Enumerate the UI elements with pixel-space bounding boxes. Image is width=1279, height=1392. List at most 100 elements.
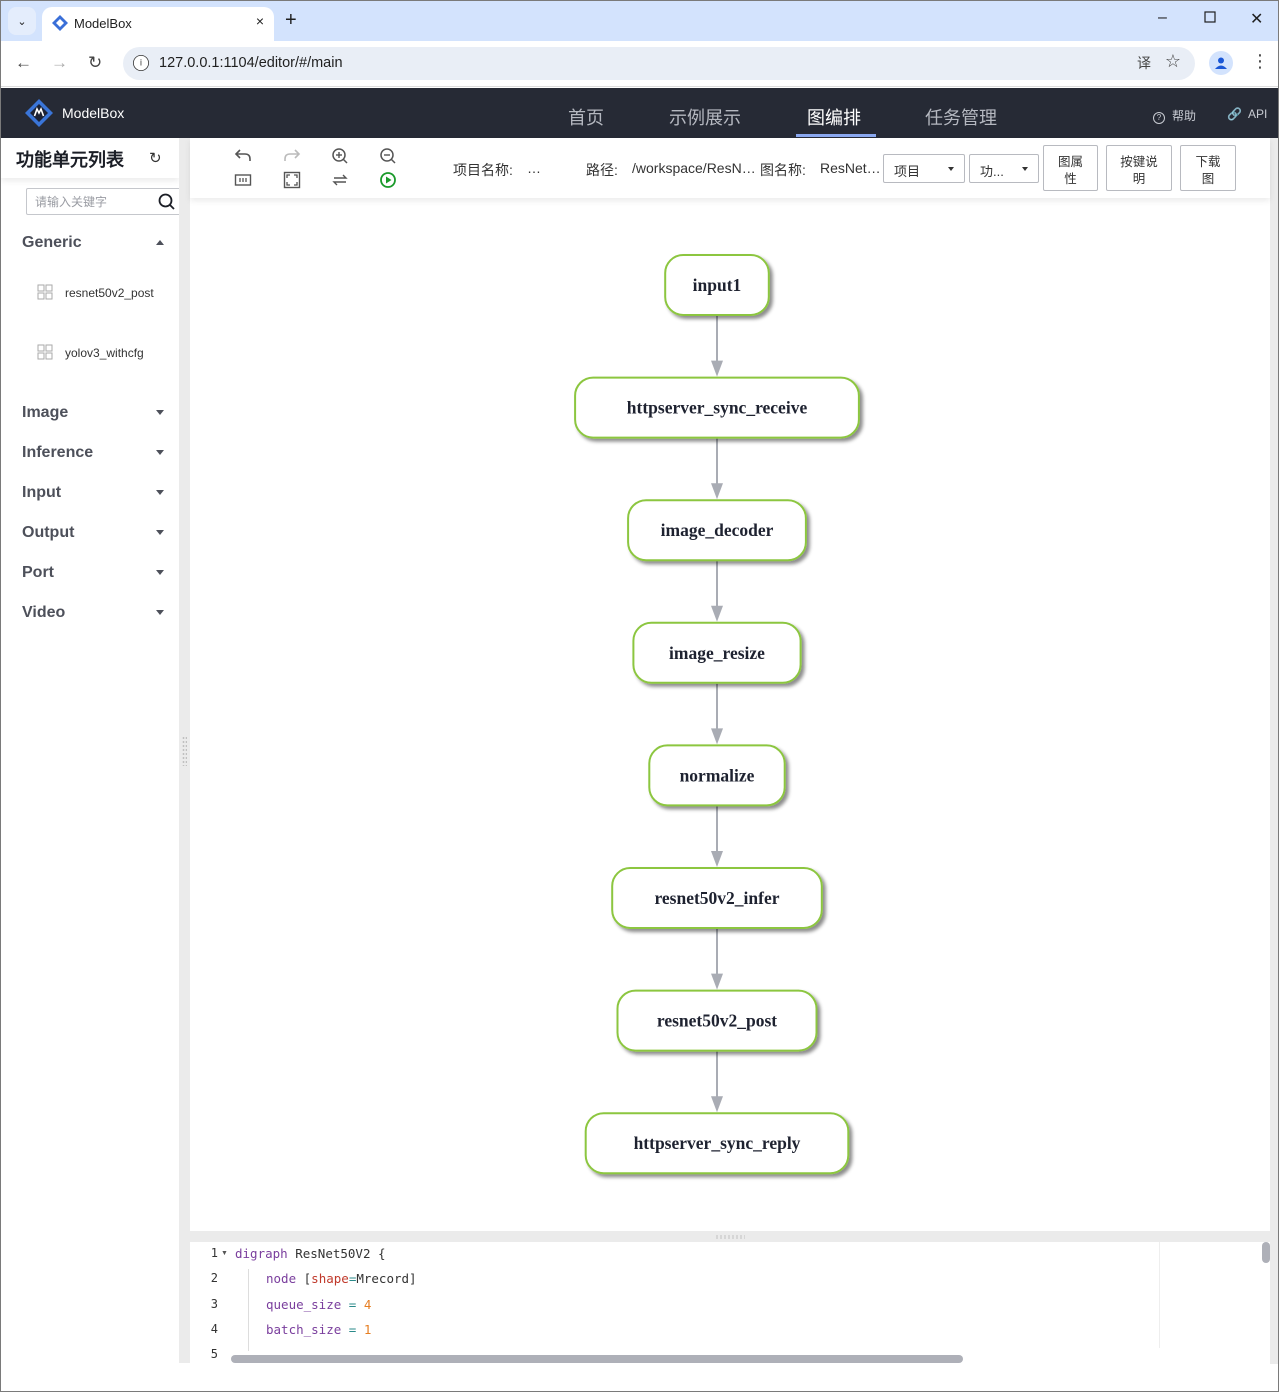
graph-edge[interactable] — [711, 438, 723, 500]
graph-canvas[interactable]: input1 httpserver_sync_receive image_decod… — [190, 198, 1270, 1231]
tab-list-button[interactable]: ⌄ — [8, 7, 36, 35]
browser-menu-icon[interactable]: ⋮ — [1251, 51, 1269, 71]
download-graph-button[interactable]: 下载图 — [1180, 145, 1236, 191]
redo-icon[interactable] — [283, 147, 301, 165]
category-output[interactable]: Output — [22, 524, 168, 542]
url-text[interactable]: 127.0.0.1:1104/editor/#/main — [159, 55, 343, 71]
page-scrollbar-track — [1270, 138, 1278, 1364]
editor-horizontal-scrollbar[interactable] — [231, 1355, 963, 1363]
search-icon[interactable] — [158, 193, 175, 210]
graph-node[interactable]: image_decoder — [627, 499, 807, 562]
graph-properties-button[interactable]: 图属性 — [1043, 145, 1098, 191]
category-inference[interactable]: Inference — [22, 444, 168, 462]
reload-icon[interactable]: ↻ — [88, 53, 103, 72]
site-info-icon[interactable]: i — [133, 55, 149, 71]
graph-name-value: ResNet… — [820, 160, 881, 176]
back-icon[interactable]: ← — [15, 53, 32, 72]
window-close-icon[interactable]: ✕ — [1250, 11, 1264, 28]
fold-toggle-icon[interactable]: ▼ — [221, 1250, 228, 1257]
category-input[interactable]: Input — [22, 484, 168, 502]
run-icon[interactable] — [379, 171, 397, 189]
unit-item[interactable]: yolov3_withcfg — [37, 344, 177, 364]
refresh-icon[interactable]: ↻ — [149, 150, 162, 167]
graph-node-box[interactable] — [627, 499, 807, 562]
code-token: = — [341, 1296, 364, 1312]
tab-title: ModelBox — [74, 16, 132, 31]
bookmark-star-icon[interactable]: ☆ — [1164, 51, 1181, 71]
unit-search-box — [26, 188, 186, 215]
graph-node-box[interactable] — [574, 376, 860, 439]
forward-icon[interactable]: → — [51, 53, 68, 72]
zoom-out-icon[interactable] — [379, 147, 397, 165]
nav-examples[interactable]: 示例展示 — [669, 108, 741, 128]
brand-name: ModelBox — [62, 105, 125, 121]
caret-up-icon — [156, 240, 164, 245]
active-nav-indicator — [796, 134, 876, 137]
code-line[interactable]: queue_size = 4 — [266, 1297, 371, 1312]
graph-edge[interactable] — [711, 929, 723, 990]
graph-node-box[interactable] — [648, 744, 786, 807]
graph-node-label: httpserver_sync_receive — [627, 398, 808, 418]
graph-node[interactable]: resnet50v2_post — [616, 989, 818, 1052]
graph-edge[interactable] — [711, 683, 723, 745]
code-line[interactable]: digraph ResNet50V2 { — [235, 1246, 386, 1261]
new-tab-button[interactable]: + — [285, 9, 297, 31]
graph-edge[interactable] — [711, 1051, 723, 1113]
category-image[interactable]: Image — [22, 404, 168, 422]
editor-resize-handle[interactable] — [190, 1231, 1270, 1242]
fit-width-icon[interactable] — [234, 171, 252, 189]
api-link[interactable]: 🔗API — [1227, 107, 1267, 121]
profile-avatar-icon[interactable] — [1209, 51, 1233, 75]
graph-node[interactable]: image_resize — [632, 621, 802, 684]
unit-search-input[interactable] — [27, 189, 157, 214]
category-video[interactable]: Video — [22, 604, 168, 622]
graph-edge[interactable] — [711, 316, 723, 377]
nav-home[interactable]: 首页 — [568, 108, 604, 128]
editor-vertical-scrollbar[interactable] — [1262, 1242, 1270, 1263]
graph-node-box[interactable] — [616, 989, 818, 1052]
close-tab-icon[interactable]: × — [255, 13, 264, 29]
project-dropdown[interactable]: 项目 — [883, 154, 965, 183]
graph-edge[interactable] — [711, 561, 723, 622]
modelbox-logo-icon — [25, 99, 53, 127]
minimize-icon[interactable]: – — [1158, 9, 1167, 26]
graph-node[interactable]: input1 — [664, 254, 770, 316]
swap-direction-icon[interactable] — [331, 171, 349, 189]
graph-node-label: image_decoder — [661, 520, 774, 540]
zoom-in-icon[interactable] — [331, 147, 349, 165]
project-name-value: … — [527, 160, 541, 176]
graph-node[interactable]: normalize — [648, 744, 786, 807]
graph-node-box[interactable] — [611, 867, 823, 929]
undo-icon[interactable] — [234, 147, 252, 165]
fullscreen-icon[interactable] — [283, 171, 301, 189]
graph-node[interactable]: httpserver_sync_receive — [574, 376, 860, 439]
shortcuts-button[interactable]: 按键说明 — [1106, 145, 1172, 191]
maximize-icon[interactable] — [1204, 10, 1216, 28]
unit-grid-icon — [37, 344, 53, 360]
category-port[interactable]: Port — [22, 564, 168, 582]
graph-node-box[interactable] — [632, 621, 802, 684]
grip-dots-icon — [182, 736, 187, 766]
graph-node[interactable]: httpserver_sync_reply — [584, 1112, 850, 1175]
function-dropdown[interactable]: 功... — [969, 154, 1039, 183]
category-label: Generic — [22, 234, 82, 251]
graph-node-box[interactable] — [664, 254, 770, 316]
code-line[interactable]: node [shape=Mrecord] — [266, 1271, 417, 1286]
category-label: Input — [22, 484, 62, 501]
nav-graph-editor[interactable]: 图编排 — [807, 108, 861, 128]
category-generic[interactable]: Generic — [22, 234, 168, 252]
caret-down-icon — [948, 167, 954, 171]
translate-icon[interactable]: 译 — [1137, 55, 1151, 71]
unit-item[interactable]: resnet50v2_post — [37, 284, 177, 304]
nav-task-management[interactable]: 任务管理 — [925, 108, 997, 128]
graph-edge[interactable] — [711, 806, 723, 867]
sidebar-resize-handle[interactable] — [179, 138, 190, 1363]
graph-node[interactable]: resnet50v2_infer — [611, 867, 823, 929]
help-link[interactable]: ?帮助 — [1153, 107, 1196, 124]
graph-node-box[interactable] — [584, 1112, 850, 1175]
code-line[interactable]: batch_size = 1 — [266, 1322, 371, 1337]
browser-tab[interactable]: ModelBox × — [42, 7, 274, 41]
address-bar[interactable]: i 127.0.0.1:1104/editor/#/main 译 ☆ — [123, 47, 1195, 80]
